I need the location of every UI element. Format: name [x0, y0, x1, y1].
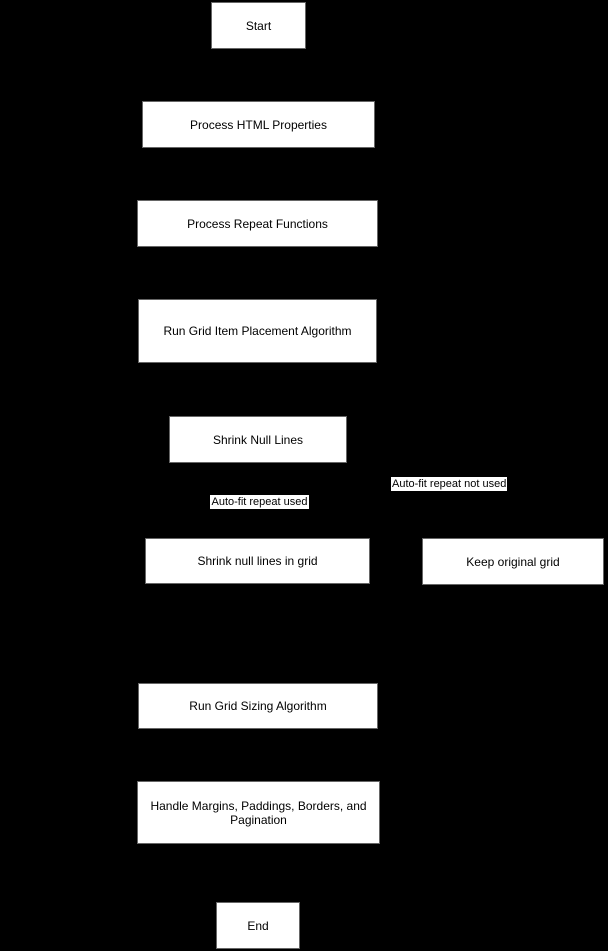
edge-label-auto-fit-repeat-not-used: Auto-fit repeat not used	[391, 477, 508, 491]
edge-label-auto-fit-repeat-used: Auto-fit repeat used	[210, 495, 309, 509]
flow-node-run-grid-item-placement-algorithm: Run Grid Item Placement Algorithm	[138, 299, 377, 363]
flow-node-handle-margins-paddings-borders-pagination: Handle Margins, Paddings, Borders, and P…	[137, 781, 380, 844]
flow-node-end: End	[216, 902, 300, 949]
flow-node-run-grid-sizing-algorithm: Run Grid Sizing Algorithm	[138, 683, 378, 729]
flow-node-keep-original-grid: Keep original grid	[422, 538, 604, 585]
flow-node-shrink-null-lines: Shrink Null Lines	[169, 416, 347, 463]
flow-node-start: Start	[211, 2, 306, 49]
flow-node-process-html-properties: Process HTML Properties	[142, 101, 375, 148]
flow-node-process-repeat-functions: Process Repeat Functions	[137, 200, 378, 247]
flow-node-shrink-null-lines-in-grid: Shrink null lines in grid	[145, 538, 370, 584]
